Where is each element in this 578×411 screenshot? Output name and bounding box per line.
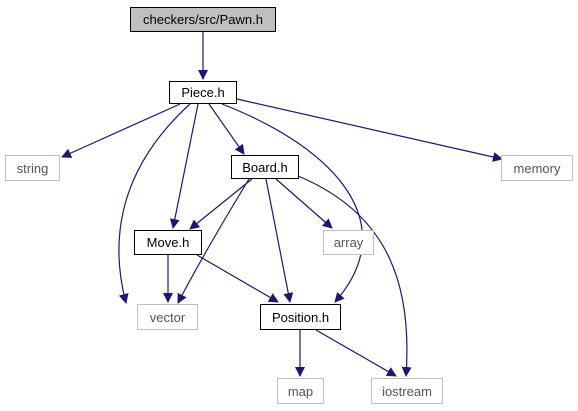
node-position-h[interactable]: Position.h xyxy=(260,304,341,330)
edge-move-to-position xyxy=(196,254,279,303)
edge-piece-to-string xyxy=(61,103,181,158)
node-vector[interactable]: vector xyxy=(137,304,198,330)
edge-piece-to-move xyxy=(169,103,199,229)
edge-position-to-iostream xyxy=(315,329,397,377)
edge-board-to-vector xyxy=(177,178,250,304)
node-array[interactable]: array xyxy=(323,230,374,255)
edge-board-to-iostream xyxy=(297,175,412,377)
edge-board-to-position xyxy=(265,178,294,303)
node-iostream[interactable]: iostream xyxy=(371,378,443,404)
node-move-h[interactable]: Move.h xyxy=(134,230,202,255)
node-piece-h[interactable]: Piece.h xyxy=(169,81,237,104)
node-map[interactable]: map xyxy=(277,378,324,404)
node-pawn-h[interactable]: checkers/src/Pawn.h xyxy=(130,7,276,32)
edge-piece-to-vector xyxy=(118,103,191,304)
edge-board-to-move xyxy=(189,178,253,230)
node-string[interactable]: string xyxy=(5,155,60,181)
edge-piece-to-board xyxy=(208,103,245,155)
edge-piece-to-position xyxy=(221,103,364,303)
node-board-h[interactable]: Board.h xyxy=(231,155,299,179)
edge-board-to-array xyxy=(275,178,333,229)
edge-piece-to-memory xyxy=(236,98,503,162)
node-memory[interactable]: memory xyxy=(501,155,573,181)
